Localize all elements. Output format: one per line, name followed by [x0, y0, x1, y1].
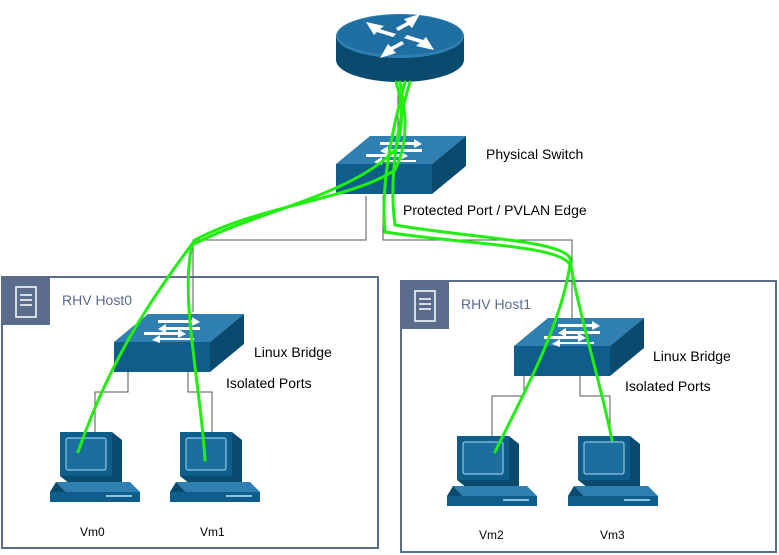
- bridge-label: Linux Bridge: [254, 344, 332, 360]
- physical-switch-label: Physical Switch: [486, 146, 583, 162]
- switch-icon: [336, 136, 466, 194]
- server-icon: [401, 281, 449, 329]
- protected-port-label: Protected Port / PVLAN Edge: [403, 202, 587, 218]
- flow-vm3: [391, 80, 614, 442]
- isolated-ports-label: Isolated Ports: [625, 378, 711, 394]
- vm-label: Vm1: [200, 525, 225, 539]
- bridge-label: Linux Bridge: [653, 348, 731, 364]
- router-icon: [336, 14, 464, 82]
- host-label: RHV Host1: [461, 296, 531, 312]
- isolated-ports-label: Isolated Ports: [226, 375, 312, 391]
- server-icon: [2, 277, 50, 325]
- host-label: RHV Host0: [62, 292, 132, 308]
- vm-label: Vm3: [600, 528, 625, 542]
- flow-vm2: [382, 80, 572, 454]
- flow-vm0: [76, 80, 407, 454]
- vm-label: Vm0: [80, 525, 105, 539]
- traffic-flows: [76, 80, 614, 462]
- vm-label: Vm2: [479, 528, 504, 542]
- flow-vm1: [186, 80, 404, 462]
